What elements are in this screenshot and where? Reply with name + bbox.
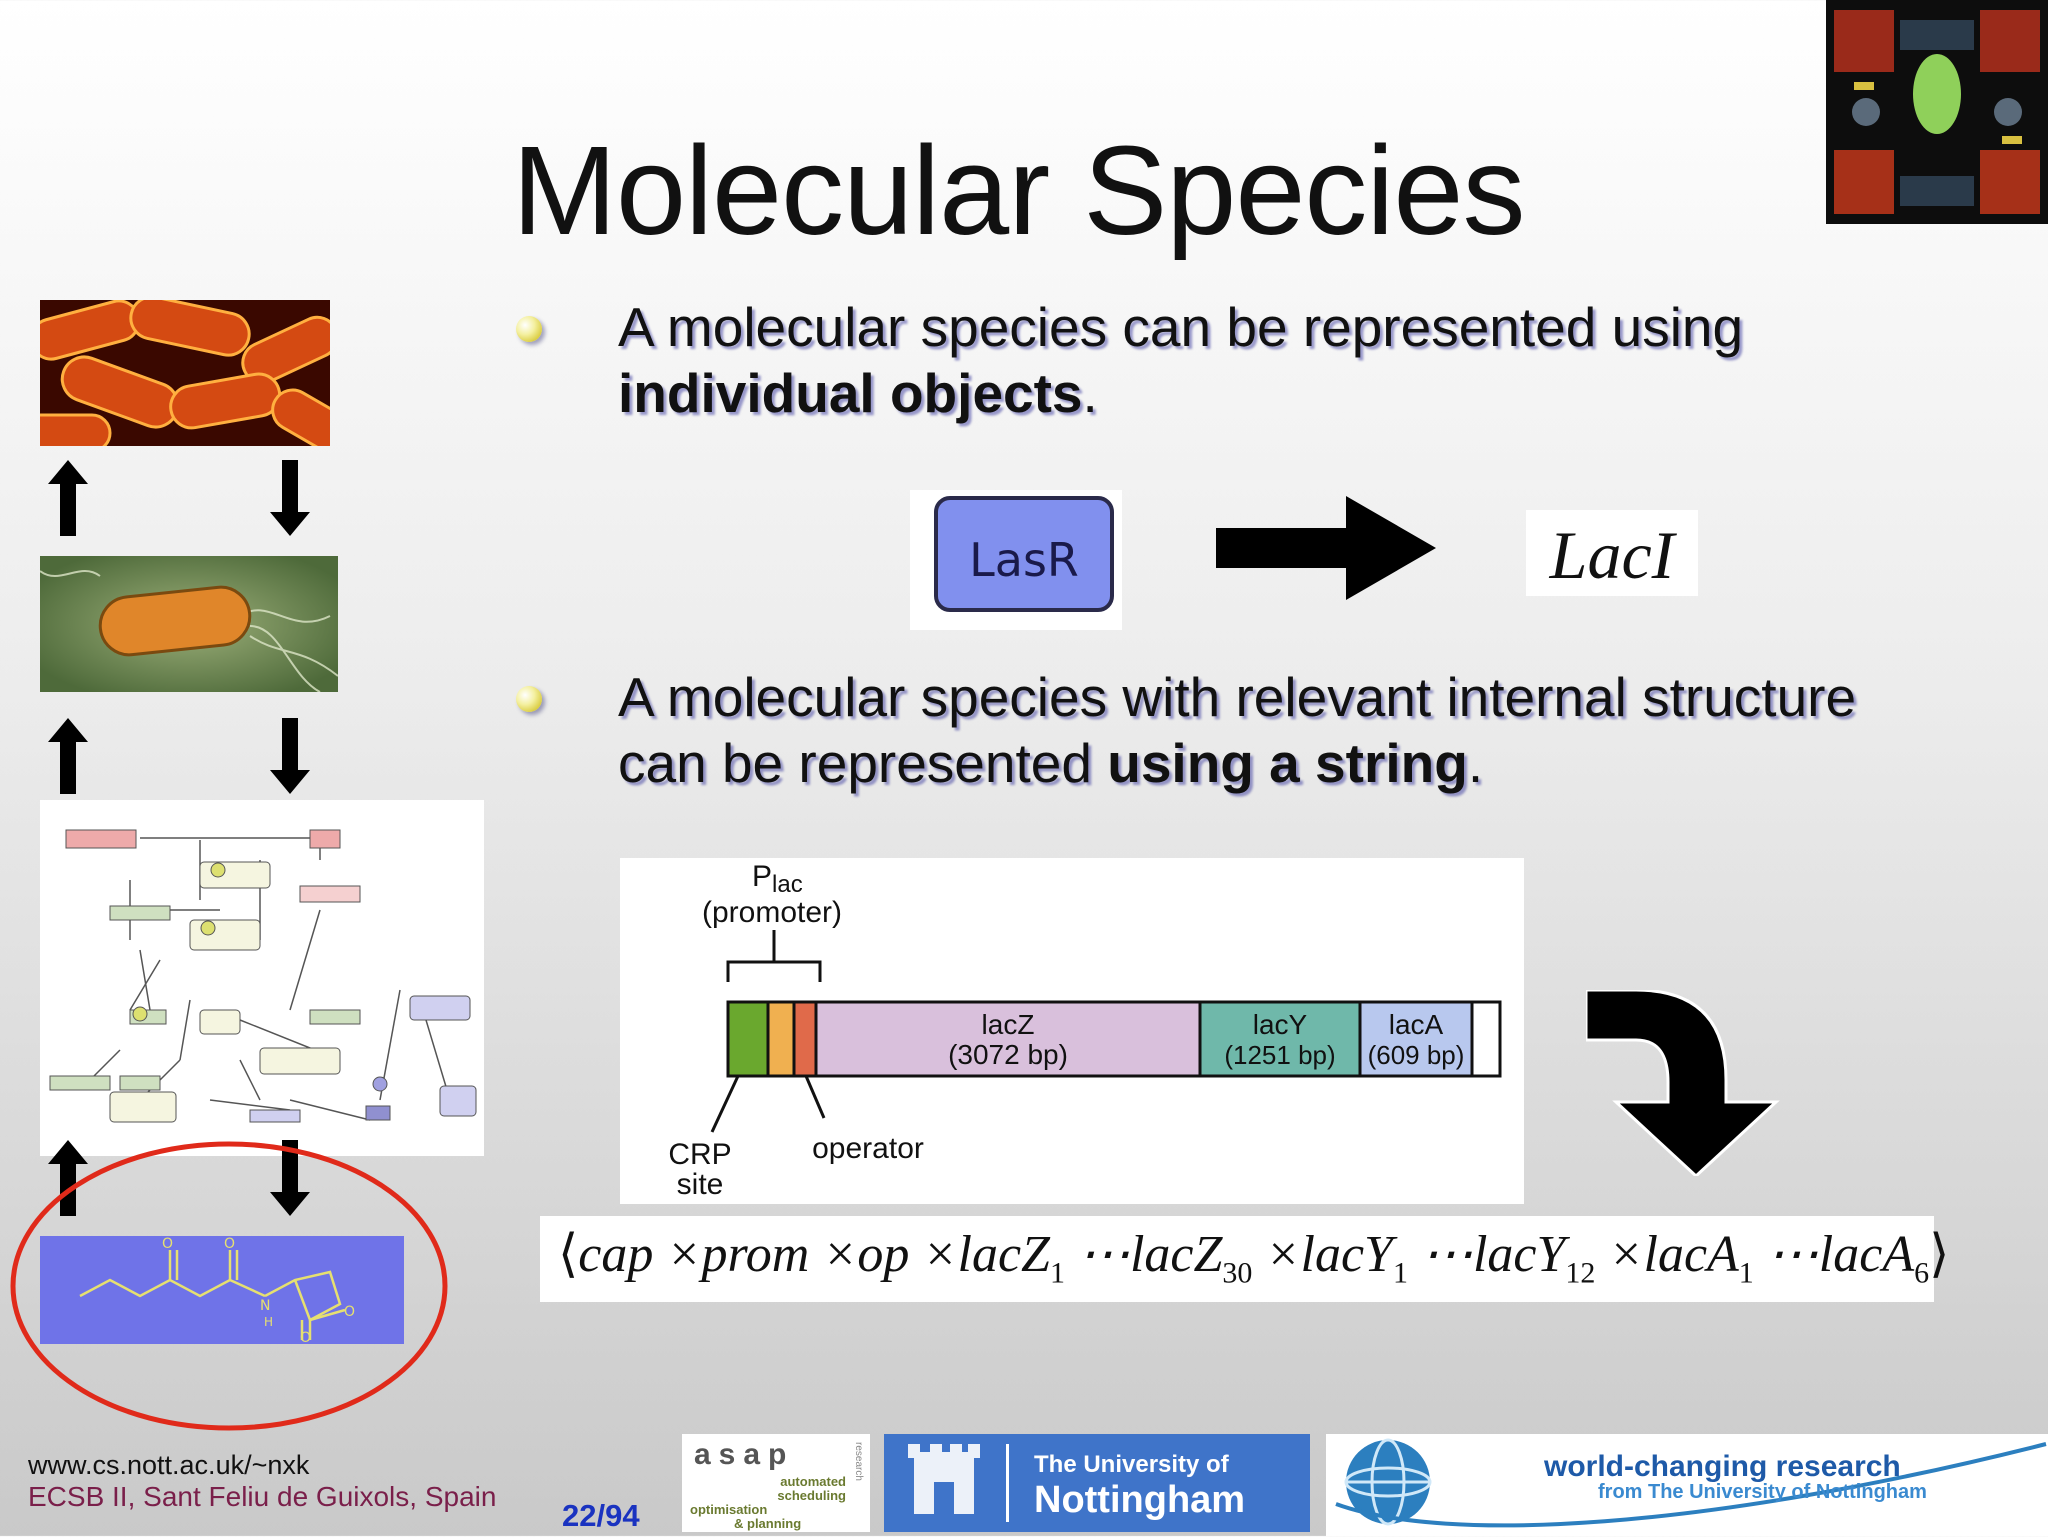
asap-line1: automated [780,1474,846,1489]
svg-text:O: O [162,1236,173,1252]
footer-url: www.cs.nott.ac.uk/~nxk [28,1450,310,1480]
lacy-size: (1251 bp) [1224,1040,1335,1070]
crp-site-label: site [677,1168,724,1201]
formula-term: ×lacA [1595,1226,1739,1283]
lacz-size: (3072 bp) [948,1039,1068,1070]
bullet-1-period: . [1082,362,1098,424]
formula-term: ⋯lacA [1753,1226,1915,1283]
wcr-line2: from The University of Nottingham [1598,1481,1927,1503]
corner-decoration-image [1826,0,2048,224]
asap-logo: asap research automated scheduling optim… [682,1434,870,1532]
laci-species-box: LacI [1526,510,1698,596]
laca-name: lacA [1389,1009,1444,1040]
arrow-up-icon [48,1140,88,1221]
svg-text:N: N [260,1298,270,1314]
formula-subscript: 1 [1738,1256,1754,1290]
wcr-line1: world-changing research [1543,1450,1901,1483]
bullet-2-text: A molecular species with relevant intern… [618,664,1856,796]
operator-label: operator [812,1132,924,1165]
nott-line1: The University of [1034,1451,1230,1478]
crp-pointer [710,1075,740,1133]
formula-term: cap ×prom ×op ×lacZ [578,1226,1050,1283]
bullet-2-pre: can be represented [618,732,1108,794]
world-changing-research-logo: world-changing research from The Univers… [1326,1434,2048,1536]
lasr-species-box: LasR [910,490,1122,630]
slide-title: Molecular Species [512,120,1525,261]
formula-subscript: 1 [1392,1256,1408,1290]
bullet-2-line1: A molecular species with relevant intern… [618,666,1857,728]
crp-label: CRP [668,1138,731,1171]
bullet-1-bold: individual objects [618,362,1083,424]
bullet-2-period: . [1467,732,1484,794]
bullet-1-text: A molecular species can be represented u… [618,294,1743,426]
formula-term: ⋯lacZ [1064,1226,1223,1283]
formula-term: ⋯lacY [1407,1226,1566,1283]
bullet-1-line1: A molecular species can be represented u… [618,296,1744,358]
svg-text:O: O [224,1236,235,1252]
lasr-label: LasR [969,533,1079,587]
formula-text: ⟨cap ×prom ×op ×lacZ1 ⋯lacZ30 ×lacY1 ⋯la… [558,1224,1949,1290]
bullet-icon [516,686,542,712]
asap-line4: & planning [734,1516,801,1531]
lac-operon-diagram: Plac (promoter) lacZ (3072 bp) lacY (125… [620,858,1524,1204]
svg-text:H: H [264,1315,273,1329]
svg-text:O: O [344,1304,355,1320]
promoter-label: (promoter) [702,896,842,929]
gene-network-diagram-image [40,800,484,1156]
red-highlight-circle [6,1136,452,1441]
asap-side: research [853,1442,864,1481]
promoter-p-label: Plac [752,860,803,898]
arrow-up-icon [48,460,88,541]
promoter-bracket [726,930,822,982]
crp-segment [726,1000,770,1078]
operator-pointer [804,1075,826,1119]
arrow-right-icon [1216,496,1436,605]
asap-line2: scheduling [777,1488,846,1503]
end-segment [1470,1000,1502,1078]
lacy-segment [1198,1000,1362,1078]
arrow-down-icon [270,460,310,541]
lacz-segment [814,1000,1202,1078]
bacteria-closeup-image [40,300,330,446]
molecule-structure-image: O O N H O O [40,1236,404,1344]
formula-subscript: 30 [1222,1256,1253,1290]
curved-arrow-down-icon [1584,988,1782,1181]
operator-segment [792,1000,818,1078]
formula-close-bracket: ⟩ [1929,1226,1950,1283]
arrow-down-icon [270,718,310,799]
lasr-rounded-rect: LasR [934,496,1114,612]
formula-subscript: 6 [1914,1256,1930,1290]
orbit-swoosh [1335,1442,2047,1528]
arrow-up-icon [48,718,88,799]
asap-title: asap [694,1438,794,1471]
bullet-1-line2: individual objects. [618,360,1743,426]
svg-text:O: O [300,1330,311,1344]
globe-icon [1344,1438,1432,1526]
page-number: 22/94 [562,1498,640,1533]
laca-size: (609 bp) [1368,1040,1465,1070]
formula-term: ×lacY [1252,1226,1393,1283]
lacz-name: lacZ [982,1009,1035,1040]
promoter-segment [766,1000,796,1078]
formula-open-bracket: ⟨ [558,1226,579,1283]
formula-subscript: 12 [1565,1256,1596,1290]
species-string-formula: ⟨cap ×prom ×op ×lacZ1 ⋯lacZ30 ×lacY1 ⋯la… [540,1216,1949,1302]
asap-line3: optimisation [690,1502,767,1517]
lacy-name: lacY [1253,1009,1308,1040]
university-of-nottingham-logo: The University of Nottingham [884,1434,1310,1532]
bullet-2-bold: using a string [1107,732,1468,794]
bullet-icon [516,316,542,342]
footer-conference: ECSB II, Sant Feliu de Guixols, Spain [28,1481,497,1512]
castle-crest-icon [908,1444,980,1514]
laci-label: LacI [1549,517,1675,593]
bullet-2-line2: can be represented using a string. [618,730,1856,796]
arrow-down-icon [270,1140,310,1221]
bacterium-micrograph-image [40,556,338,692]
nott-line2: Nottingham [1034,1479,1245,1521]
formula-subscript: 1 [1049,1256,1065,1290]
